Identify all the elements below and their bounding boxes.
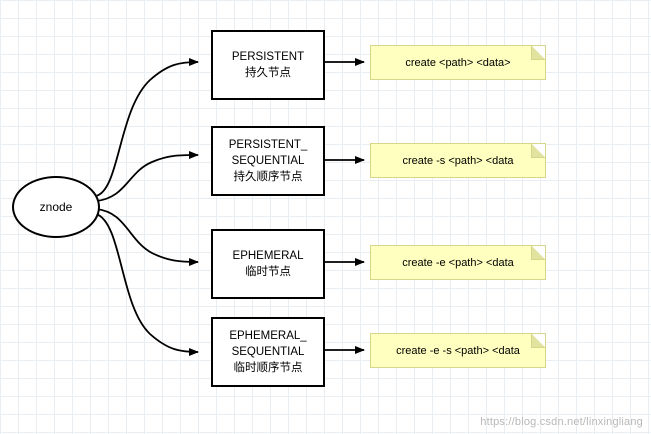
node-persistent-sequential-line2: SEQUENTIAL (231, 155, 305, 167)
edge-znode-to-persistent (95, 58, 199, 197)
node-persistent[interactable]: PERSISTENT 持久节点 (211, 30, 325, 100)
note-ephemeral-command[interactable]: create -e <path> <data (370, 245, 546, 280)
note-fold-icon (531, 334, 545, 348)
note-fold-icon (531, 246, 545, 260)
node-znode[interactable]: znode (12, 176, 100, 238)
edge-znode-to-ephemeral-sequential (95, 213, 199, 356)
note-fold-icon (531, 144, 545, 158)
node-ephemeral-sequential-line1: EPHEMERAL_ (229, 330, 307, 342)
node-persistent-sequential-line3: 持久顺序节点 (233, 171, 303, 183)
node-ephemeral-sequential-line3: 临时顺序节点 (233, 362, 303, 374)
note-persistent-command[interactable]: create <path> <data> (370, 45, 546, 80)
note-fold-icon (531, 46, 545, 60)
note-persistent-sequential-command-text: create -s <path> <data (402, 154, 514, 167)
node-persistent-sequential[interactable]: PERSISTENT_ SEQUENTIAL 持久顺序节点 (211, 126, 325, 196)
node-ephemeral[interactable]: EPHEMERAL 临时节点 (211, 229, 325, 299)
node-persistent-line1: PERSISTENT (231, 51, 305, 63)
node-ephemeral-sequential-line2: SEQUENTIAL (231, 346, 305, 358)
note-persistent-sequential-command[interactable]: create -s <path> <data (370, 143, 546, 178)
node-ephemeral-line1: EPHEMERAL (232, 250, 304, 262)
node-ephemeral-sequential[interactable]: EPHEMERAL_ SEQUENTIAL 临时顺序节点 (211, 317, 325, 387)
edge-znode-to-ephemeral (95, 208, 199, 266)
edge-znode-to-persistent-sequential (95, 151, 199, 202)
node-persistent-sequential-line1: PERSISTENT_ (228, 139, 308, 151)
node-znode-label: znode (39, 200, 73, 214)
note-ephemeral-sequential-command-text: create -e -s <path> <data (396, 344, 520, 357)
watermark: https://blog.csdn.net/linxingliang (480, 416, 643, 428)
note-persistent-command-text: create <path> <data> (405, 56, 511, 69)
note-ephemeral-command-text: create -e <path> <data (402, 256, 514, 269)
node-persistent-line2: 持久节点 (245, 67, 291, 79)
node-ephemeral-line2: 临时节点 (245, 266, 291, 278)
note-ephemeral-sequential-command[interactable]: create -e -s <path> <data (370, 333, 546, 368)
